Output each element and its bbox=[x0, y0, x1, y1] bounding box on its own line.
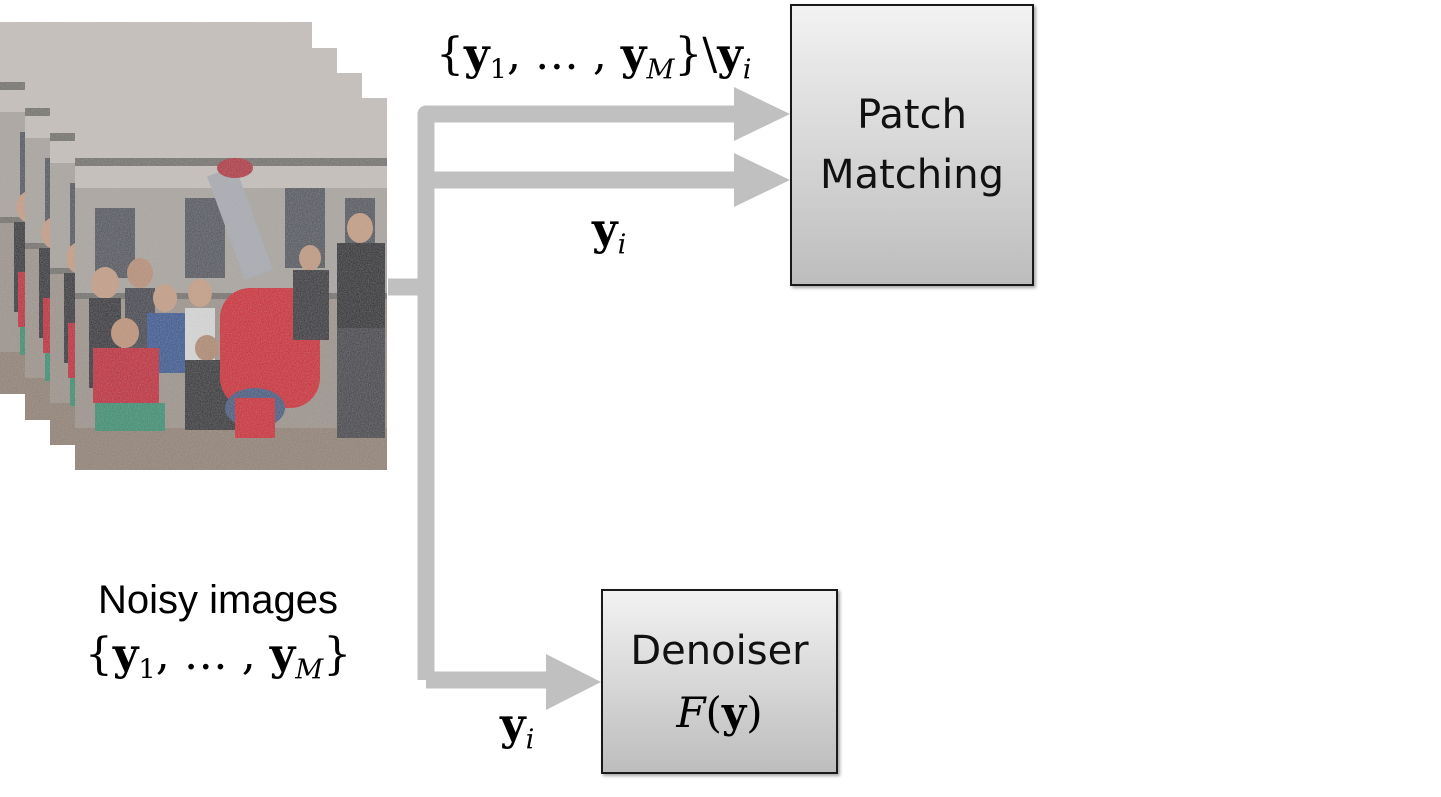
brace-open: { bbox=[84, 629, 113, 680]
caption-set: {y1, … , yM} bbox=[60, 628, 376, 684]
patch-matching-box: Patch Matching bbox=[790, 4, 1034, 286]
subscript-i: i bbox=[617, 229, 627, 261]
subscript-i: i bbox=[525, 724, 535, 756]
subscript-M: M bbox=[295, 654, 324, 686]
patch-matching-line1: Patch bbox=[857, 92, 967, 138]
denoiser-function: F(y) bbox=[676, 682, 762, 744]
noisy-image-stack bbox=[0, 22, 387, 470]
brace-open: { bbox=[436, 29, 464, 80]
label-reference-frame-mid: yi bbox=[592, 204, 626, 259]
denoiser-title: Denoiser bbox=[630, 627, 809, 674]
subscript-M: M bbox=[646, 54, 675, 86]
y-symbol: y bbox=[620, 29, 647, 80]
label-other-frames: {y1, … , yM}\yi bbox=[436, 29, 752, 84]
brace-close: } bbox=[323, 629, 352, 680]
patch-matching-line2: Matching bbox=[820, 152, 1004, 198]
noisy-images-caption: Noisy images {y1, … , yM} bbox=[60, 572, 376, 684]
ellipsis: , … , bbox=[155, 629, 270, 680]
y-symbol: y bbox=[717, 29, 743, 80]
paren-open: ( bbox=[705, 687, 722, 737]
y-symbol: y bbox=[112, 629, 139, 680]
y-symbol: y bbox=[269, 629, 296, 680]
label-reference-frame-bottom: yi bbox=[500, 699, 534, 754]
denoiser-box: Denoiser F(y) bbox=[601, 589, 838, 774]
y-symbol: y bbox=[500, 699, 526, 750]
subscript-1: 1 bbox=[489, 54, 507, 86]
brace-close-setminus: }\ bbox=[674, 29, 718, 80]
y-symbol: y bbox=[721, 687, 747, 737]
paren-close: ) bbox=[746, 687, 763, 737]
trunk-to-top-arrow-shaft bbox=[417, 105, 738, 680]
ellipsis: , … , bbox=[506, 29, 621, 80]
caption-title: Noisy images bbox=[97, 578, 339, 622]
y-symbol: y bbox=[592, 204, 618, 255]
function-F: F bbox=[676, 687, 706, 737]
arrowhead-denoiser bbox=[546, 654, 601, 710]
arrowhead-top bbox=[734, 87, 790, 141]
subscript-1: 1 bbox=[138, 654, 156, 686]
y-symbol: y bbox=[464, 29, 490, 80]
subscript-i: i bbox=[742, 54, 752, 86]
arrowhead-mid bbox=[734, 153, 790, 207]
